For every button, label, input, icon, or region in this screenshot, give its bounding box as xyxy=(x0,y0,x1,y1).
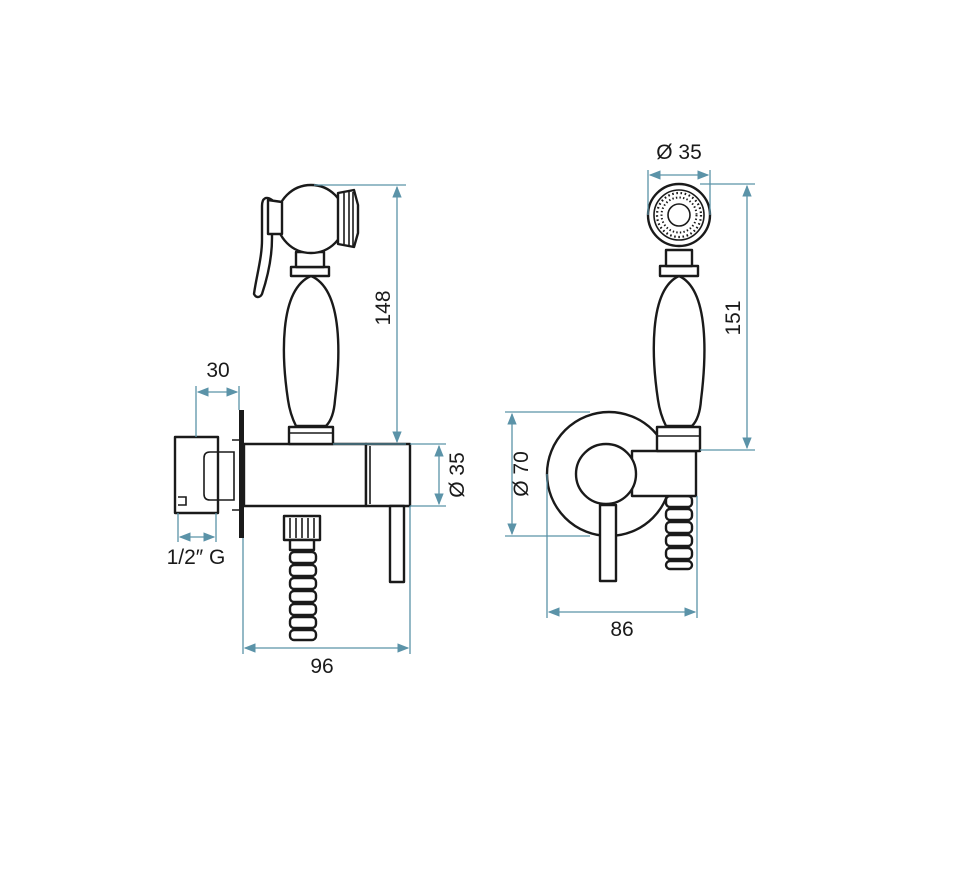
hose-front xyxy=(664,494,694,571)
dim-body-diameter-label: Ø 35 xyxy=(446,452,469,498)
dim-thread: 1/2″ G xyxy=(167,513,226,569)
lever xyxy=(388,504,406,584)
dim-30-label: 30 xyxy=(206,359,229,382)
dim-96-label: 96 xyxy=(310,655,333,678)
dim-plate-diameter-label: Ø 70 xyxy=(510,451,533,497)
dim-head-diameter: Ø 35 xyxy=(647,141,711,215)
front-view: Ø 35 151 Ø 70 86 xyxy=(505,141,755,641)
hose xyxy=(282,514,322,642)
valve-body-front xyxy=(574,442,638,506)
valve-body xyxy=(242,442,412,508)
dim-head-diameter-label: Ø 35 xyxy=(656,141,702,164)
dim-body-diameter: Ø 35 xyxy=(410,443,469,507)
side-view: 30 1/2″ G 148 Ø 35 96 xyxy=(167,183,469,678)
dim-width-96: 96 xyxy=(242,506,411,678)
dim-width-86: 86 xyxy=(546,474,698,641)
lever-front xyxy=(598,503,618,583)
dim-86-label: 86 xyxy=(610,618,633,641)
wall-connector xyxy=(173,435,241,515)
dim-thread-label: 1/2″ G xyxy=(167,546,226,569)
dim-height-148: 148 xyxy=(314,184,406,445)
dim-connector-depth: 30 xyxy=(195,359,240,437)
dim-height-151: 151 xyxy=(700,183,755,451)
hand-shower-front xyxy=(646,182,712,428)
holder-arm xyxy=(630,449,698,498)
hand-shower-side xyxy=(252,183,360,446)
dim-151-label: 151 xyxy=(722,300,745,335)
dim-148-label: 148 xyxy=(372,290,395,325)
wall-plate xyxy=(239,410,244,538)
